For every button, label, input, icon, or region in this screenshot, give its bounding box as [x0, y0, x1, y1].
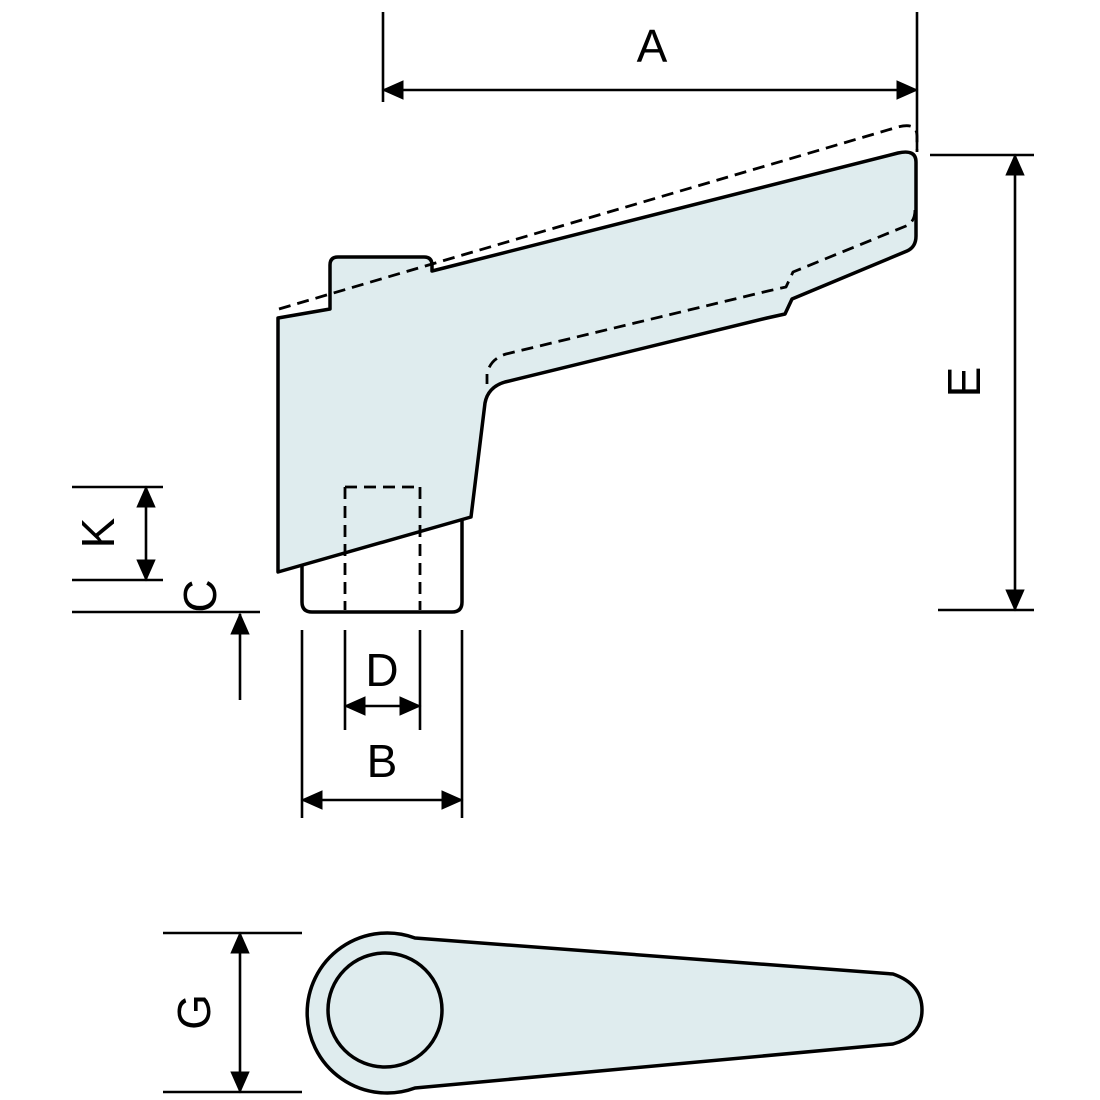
dimension-K: K — [72, 485, 163, 582]
dim-label-k: K — [72, 517, 124, 548]
dimension-D: D — [343, 630, 422, 730]
dimension-C: C — [72, 579, 260, 700]
dim-label-d: D — [365, 644, 398, 696]
alternate-position-outline-lower — [485, 209, 917, 384]
top-view-outline — [305, 931, 924, 1095]
threaded-hole-hidden-lines — [343, 485, 422, 610]
dim-label-c: C — [174, 579, 226, 612]
lever-body — [276, 150, 918, 574]
side-view — [276, 124, 919, 614]
dimension-E: E — [930, 153, 1034, 612]
hub-bore-circle — [326, 951, 444, 1069]
dim-label-g: G — [168, 994, 220, 1030]
dimension-B: B — [300, 630, 464, 818]
dim-label-b: B — [367, 735, 398, 787]
dimension-A: A — [381, 12, 919, 150]
dimension-G: G — [163, 931, 302, 1094]
top-view — [305, 931, 924, 1095]
dim-label-e: E — [938, 367, 990, 398]
dim-label-a: A — [637, 20, 668, 72]
